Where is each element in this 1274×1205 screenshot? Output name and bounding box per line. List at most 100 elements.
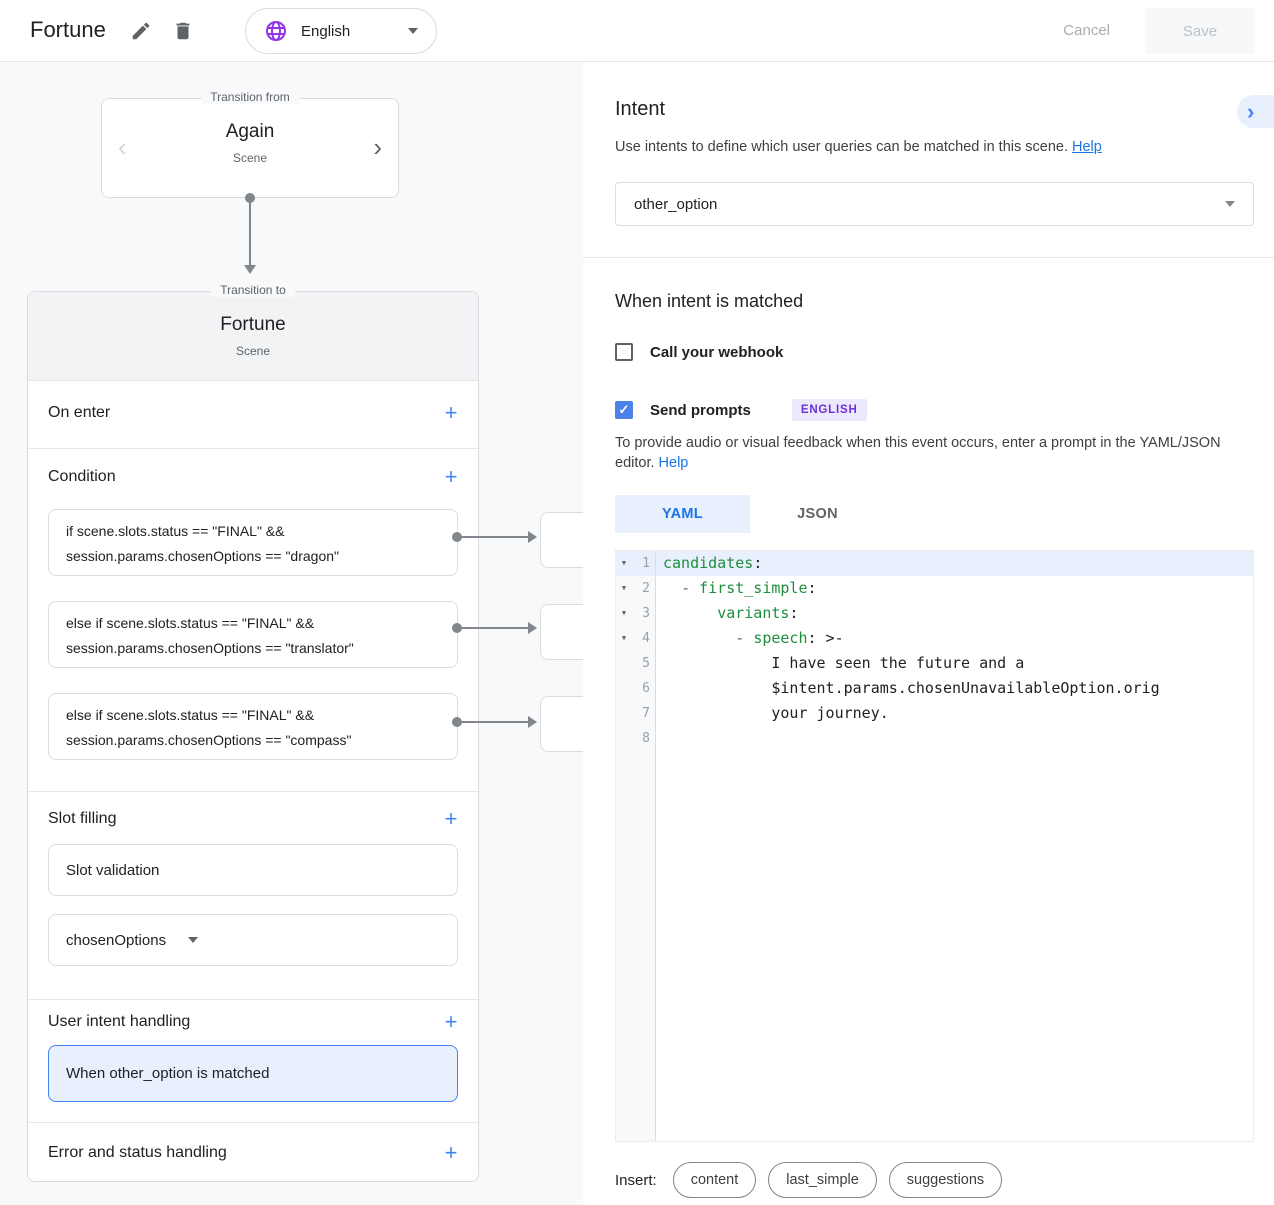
- condition-line2: session.params.chosenOptions == "compass…: [66, 732, 352, 748]
- edit-icon: [130, 22, 152, 45]
- editor-line[interactable]: 6 $intent.params.chosenUnavailableOption…: [616, 676, 1253, 701]
- top-bar: Fortune English Cancel Save: [0, 0, 1274, 62]
- fold-arrow-icon[interactable]: ▼: [616, 626, 632, 651]
- to-scene-name: Fortune: [220, 314, 286, 335]
- fold-arrow-icon[interactable]: ▼: [616, 601, 632, 626]
- transition-target-box[interactable]: [540, 696, 583, 752]
- cancel-button[interactable]: Cancel: [1049, 16, 1124, 45]
- fold-arrow-icon[interactable]: ▼: [616, 576, 632, 601]
- insert-chip-content[interactable]: content: [672, 1162, 757, 1198]
- divider: [28, 999, 478, 1000]
- scene-flow-panel: Transition from ‹ › Again Scene Transiti…: [0, 62, 583, 1205]
- editor-empty-area[interactable]: [616, 751, 1253, 1141]
- connector-dot: [452, 623, 462, 633]
- code-line-text: your journey.: [663, 704, 889, 722]
- divider: [28, 1122, 478, 1123]
- checkbox-checked-icon[interactable]: ✓: [615, 401, 633, 419]
- collapse-panel-icon[interactable]: ›: [1237, 95, 1274, 128]
- tab-yaml[interactable]: YAML: [615, 495, 750, 533]
- insert-chip-suggestions[interactable]: suggestions: [888, 1162, 1003, 1198]
- editor-line[interactable]: 7 your journey.: [616, 701, 1253, 726]
- line-number: 6: [632, 676, 656, 701]
- call-webhook-row[interactable]: Call your webhook: [615, 343, 783, 361]
- code-line-text: [656, 726, 1253, 751]
- caret-down-icon: [188, 937, 199, 943]
- chevron-right-icon[interactable]: ›: [373, 129, 382, 165]
- call-webhook-label: Call your webhook: [650, 343, 784, 361]
- fold-arrow-icon[interactable]: ▼: [616, 551, 632, 576]
- connector-dot: [452, 532, 462, 542]
- add-intent-handler-button[interactable]: +: [438, 1009, 464, 1035]
- editor-line[interactable]: 8: [616, 726, 1253, 751]
- add-condition-button[interactable]: +: [438, 464, 464, 490]
- editor-line[interactable]: ▼4 - speech: >-: [616, 626, 1253, 651]
- tab-json[interactable]: JSON: [797, 506, 838, 522]
- condition-card[interactable]: else if scene.slots.status == "FINAL" &&…: [48, 601, 458, 668]
- scene-card-header: Fortune Scene: [28, 292, 478, 381]
- divider: [28, 791, 478, 792]
- fold-gutter: [616, 701, 632, 726]
- chevron-left-icon[interactable]: ‹: [118, 129, 127, 165]
- add-error-handler-button[interactable]: +: [438, 1140, 464, 1166]
- edit-scene-button[interactable]: [128, 19, 154, 45]
- intent-handler-card-selected[interactable]: When other_option is matched: [48, 1045, 458, 1102]
- intent-description: Use intents to define which user queries…: [615, 139, 1102, 155]
- insert-chip-last-simple[interactable]: last_simple: [768, 1162, 877, 1198]
- condition-card[interactable]: else if scene.slots.status == "FINAL" &&…: [48, 693, 458, 760]
- language-label: English: [301, 22, 351, 40]
- code-empty: [656, 751, 1253, 1141]
- transition-target-box[interactable]: [540, 512, 583, 568]
- condition-line1: if scene.slots.status == "FINAL" &&: [66, 523, 285, 539]
- delete-scene-button[interactable]: [170, 19, 196, 45]
- slot-validation-card[interactable]: Slot validation: [48, 844, 458, 896]
- language-selector[interactable]: English: [245, 8, 437, 54]
- transition-from-box[interactable]: Transition from ‹ › Again Scene: [101, 90, 399, 198]
- condition-line2: session.params.chosenOptions == "transla…: [66, 640, 354, 656]
- checkbox-unchecked-icon[interactable]: [615, 343, 633, 361]
- send-prompts-label: Send prompts: [650, 401, 751, 419]
- fold-gutter: [616, 651, 632, 676]
- slot-card[interactable]: chosenOptions: [48, 914, 458, 966]
- prompt-hint: To provide audio or visual feedback when…: [615, 435, 1221, 471]
- add-on-enter-button[interactable]: +: [438, 400, 464, 426]
- insert-label: Insert:: [615, 1171, 657, 1189]
- transition-target-box[interactable]: [540, 604, 583, 660]
- editor-line[interactable]: 5 I have seen the future and a: [616, 651, 1253, 676]
- send-prompts-row[interactable]: ✓ Send prompts ENGLISH: [615, 399, 867, 421]
- transition-from-label: Transition from: [201, 90, 299, 104]
- intent-dropdown[interactable]: other_option: [615, 182, 1254, 226]
- save-button[interactable]: Save: [1145, 8, 1255, 54]
- caret-down-icon: [1225, 201, 1235, 207]
- line-number: 1: [632, 551, 656, 576]
- to-scene-type: Scene: [235, 344, 271, 358]
- line-number-gutter: [632, 751, 656, 1141]
- page-title: Fortune: [30, 17, 106, 42]
- connector-arrow: [244, 265, 256, 274]
- divider: [28, 448, 478, 449]
- delete-icon: [172, 22, 194, 45]
- code-line-text: variants:: [717, 604, 799, 622]
- connector-arrow: [528, 716, 537, 728]
- editor-line[interactable]: ▼2 - first_simple:: [616, 576, 1253, 601]
- help-link[interactable]: Help: [1072, 139, 1102, 155]
- add-slot-button[interactable]: +: [438, 806, 464, 832]
- code-line-text: - first_simple:: [681, 579, 817, 597]
- line-number: 4: [632, 626, 656, 651]
- intent-handler-label: When other_option is matched: [66, 1065, 270, 1082]
- editor-line[interactable]: ▼3 variants:: [616, 601, 1253, 626]
- when-intent-matched-title: When intent is matched: [615, 291, 804, 311]
- transition-to-card: Transition to Fortune Scene On enter + C…: [27, 283, 479, 1182]
- connector-line: [249, 198, 251, 266]
- help-link[interactable]: Help: [658, 455, 689, 471]
- code-line-text: I have seen the future and a: [663, 654, 1025, 672]
- code-line-text: candidates:: [656, 551, 1253, 576]
- globe-icon: [264, 19, 288, 43]
- code-line-text: - speech: >-: [735, 629, 844, 647]
- connector-dot: [452, 717, 462, 727]
- intent-panel-title: Intent: [615, 98, 666, 120]
- connector-arrow: [528, 622, 537, 634]
- section-slot-filling: Slot filling: [48, 810, 117, 827]
- condition-card[interactable]: if scene.slots.status == "FINAL" && sess…: [48, 509, 458, 576]
